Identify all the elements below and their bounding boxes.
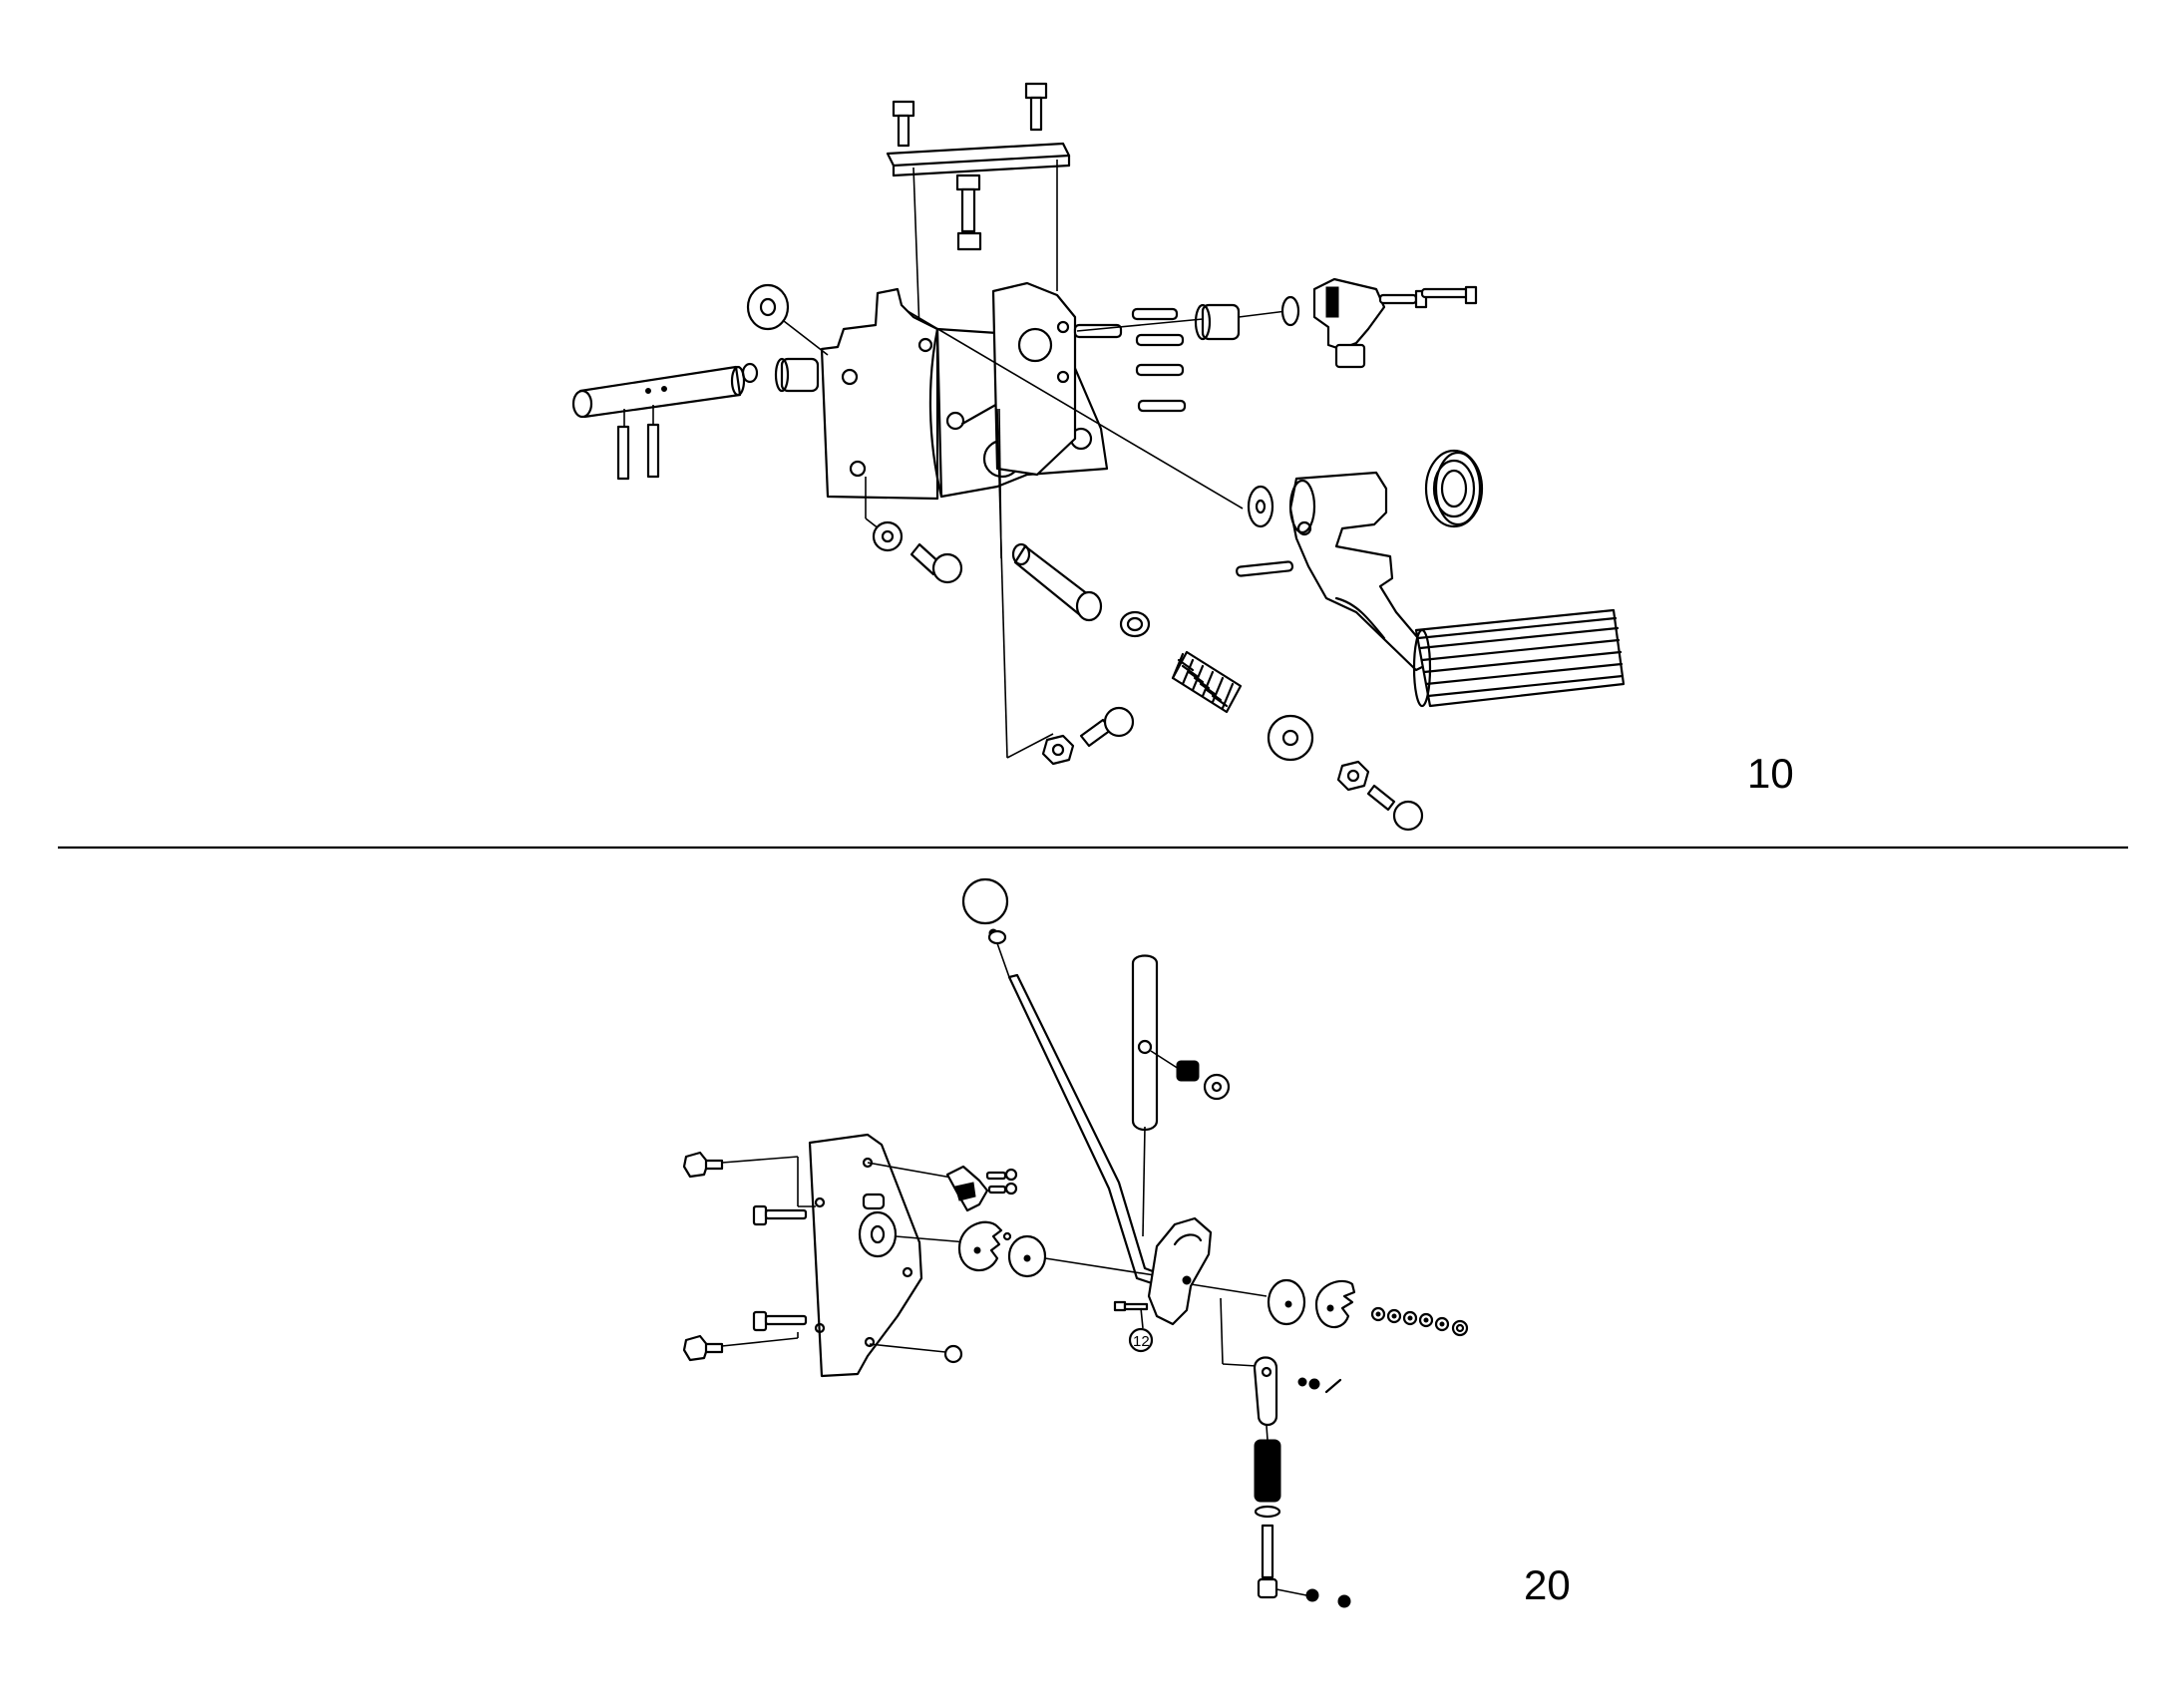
hand-lever — [1131, 954, 1159, 1237]
pivot-tube — [1011, 542, 1103, 622]
small-bolt — [1113, 1300, 1149, 1312]
spacer-ring — [1119, 610, 1151, 638]
washer-left — [746, 283, 790, 331]
clevis-pin — [1297, 1377, 1342, 1394]
top-bolt-right — [1024, 82, 1048, 132]
center-bolt — [955, 173, 982, 251]
pedal-arm — [1288, 471, 1438, 672]
top-bolt-left — [892, 100, 915, 148]
upright-plate — [991, 281, 1077, 477]
pedal-washer — [1247, 485, 1274, 528]
lever-pivot-plate — [1147, 1216, 1213, 1326]
o-ring — [1280, 295, 1300, 327]
side-plate-left — [820, 287, 939, 501]
small-nut-bottom — [943, 1344, 963, 1364]
return-spring-coil — [1424, 449, 1484, 528]
bolt-top-left — [682, 1151, 724, 1179]
bushing-left — [774, 357, 820, 393]
lever-knob — [961, 877, 1009, 925]
friction-disc-1 — [1007, 1234, 1047, 1278]
spring-rod — [1257, 1524, 1278, 1599]
lever-spring — [1176, 1060, 1200, 1082]
assembly-10: 10 — [571, 82, 1794, 832]
bolt-lower-mid-left — [752, 1310, 808, 1332]
pedal-shaft — [571, 365, 746, 419]
roll-pin-1 — [616, 425, 630, 481]
pedal-pin — [1236, 560, 1294, 577]
friction-disc-2 — [1267, 1278, 1306, 1326]
cam-plate-1 — [957, 1220, 1003, 1272]
roll-pin-2 — [646, 423, 660, 479]
bolt-mid-left — [752, 1204, 808, 1226]
item-label-12-text: 12 — [1133, 1333, 1150, 1350]
lever-side-plate — [808, 1133, 923, 1378]
clevis — [1253, 1356, 1278, 1427]
lever-collar — [987, 929, 1007, 945]
washer-lower-left — [872, 520, 904, 552]
position-sensor — [1312, 277, 1478, 369]
pin-row — [1073, 307, 1204, 413]
tension-spring — [1254, 1439, 1281, 1519]
switch-bracket — [945, 1165, 989, 1212]
spring-rod-nuts — [1305, 1588, 1351, 1608]
bolt-left — [1079, 706, 1135, 748]
pivot-hub — [858, 1193, 898, 1258]
callout-10: 10 — [1747, 750, 1794, 797]
bolt-right — [1366, 784, 1424, 832]
compression-spring — [1171, 650, 1243, 714]
bolt-lower-left — [909, 542, 963, 584]
cam-plate-2 — [1314, 1279, 1356, 1329]
flat-washer — [1267, 714, 1314, 762]
item-label-12: 12 — [1128, 1327, 1154, 1353]
callout-20: 20 — [1524, 1561, 1571, 1608]
top-crossbar — [886, 142, 1071, 177]
bracket-screws — [985, 1168, 1018, 1196]
lever-washer — [1203, 1073, 1231, 1101]
pedal-pad — [1412, 608, 1626, 708]
assembly-20: 12 20 — [682, 877, 1571, 1608]
bolt-bottom-left — [682, 1334, 724, 1362]
bushing-right — [1194, 303, 1241, 341]
washer-stack — [1370, 1306, 1469, 1337]
hex-nut-left — [1041, 734, 1075, 766]
hex-nut-right — [1336, 760, 1370, 792]
